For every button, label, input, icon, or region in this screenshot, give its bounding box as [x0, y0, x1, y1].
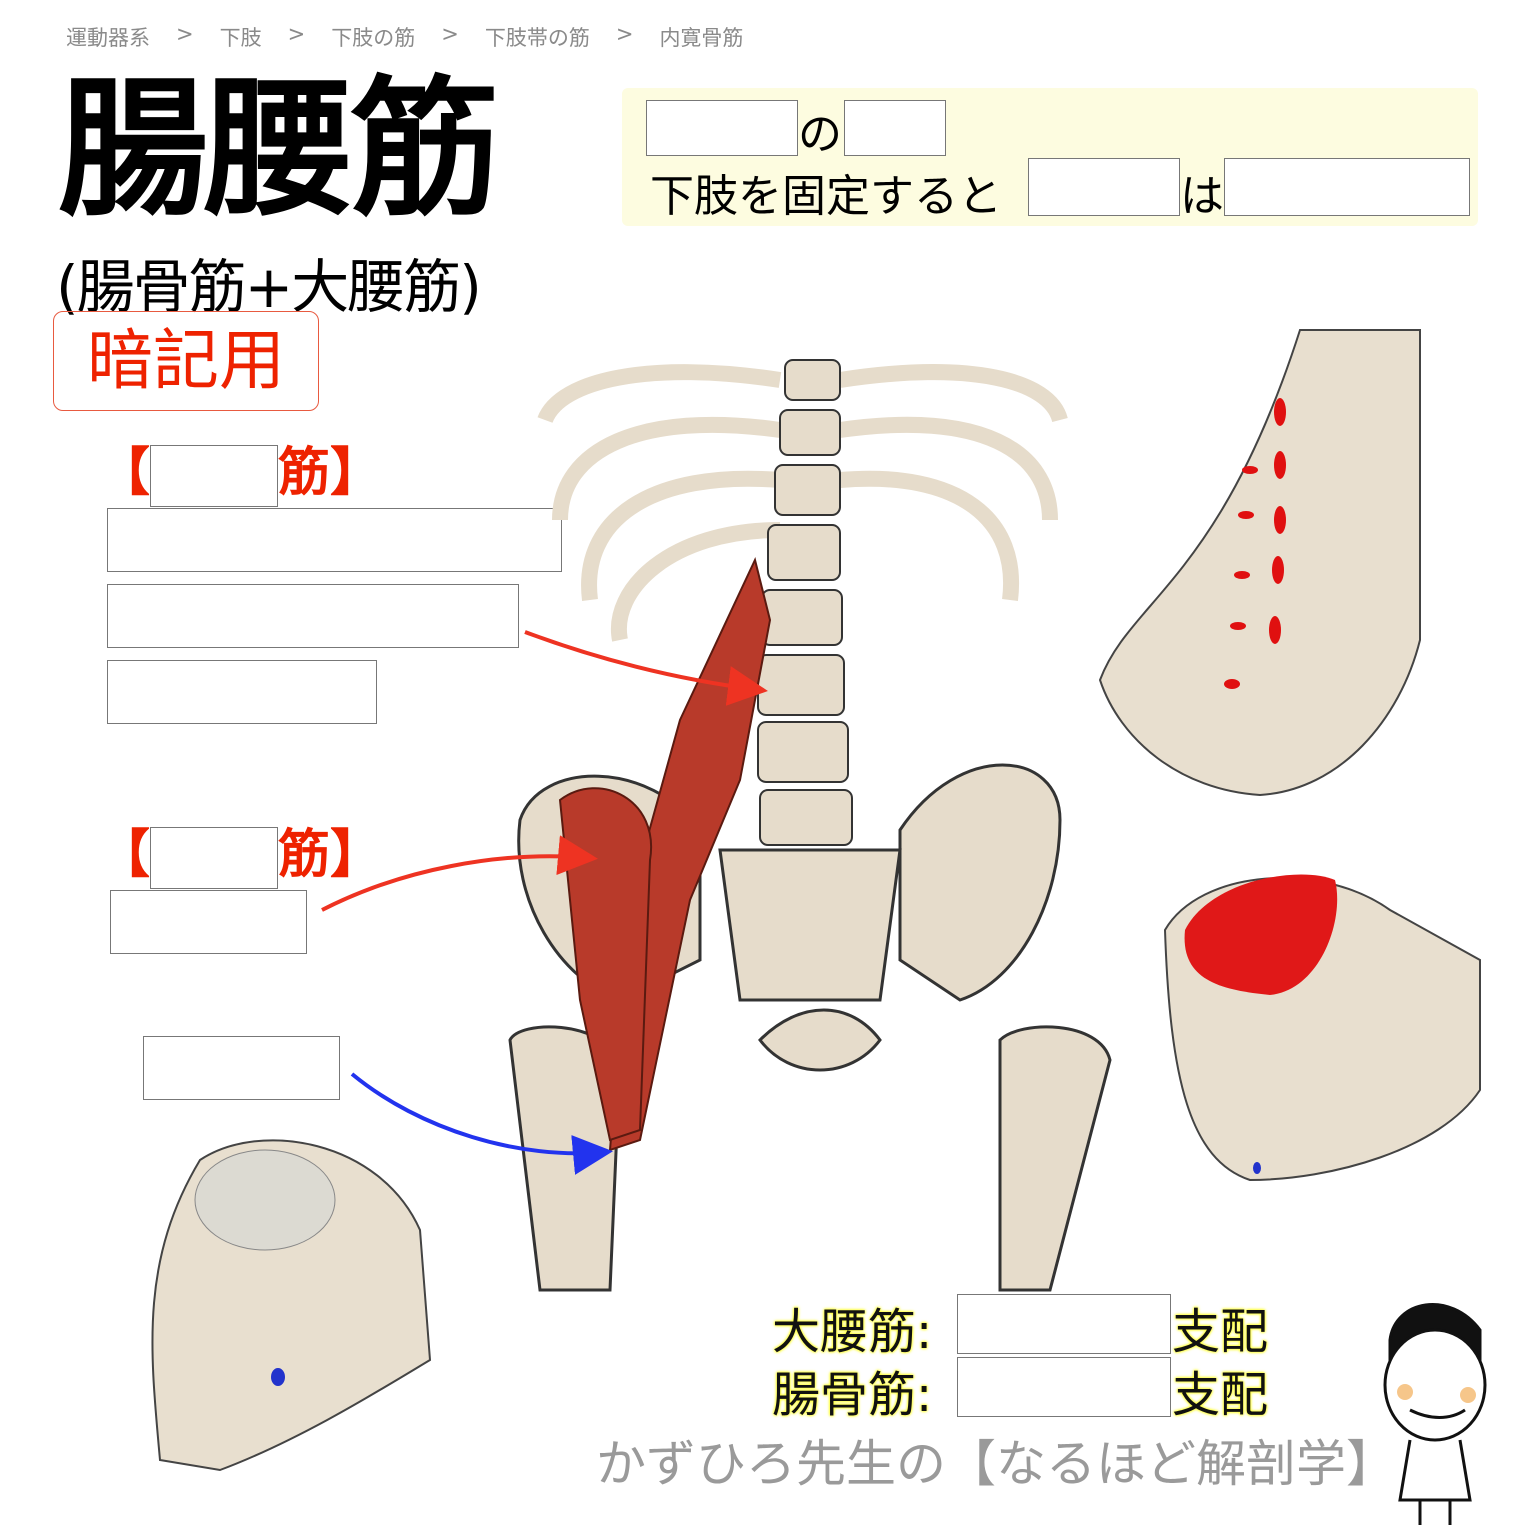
- inset-lumbar-spine: [1098, 329, 1421, 797]
- page-subtitle: (腸骨筋+大腰筋): [56, 253, 482, 321]
- breadcrumb-separator: >: [615, 22, 634, 46]
- blank-box[interactable]: [844, 100, 946, 156]
- blank-box[interactable]: [150, 827, 279, 889]
- blank-box[interactable]: [1224, 158, 1470, 216]
- arrow-blue: [350, 1072, 613, 1175]
- bracket: 【: [98, 443, 151, 503]
- breadcrumb-item[interactable]: 下肢帯の筋: [484, 26, 590, 50]
- memo-badge: 暗記用: [53, 311, 319, 411]
- muscle-suffix: 筋】: [278, 443, 383, 503]
- site-credit: かずひろ先生の【なるほど解剖学】: [596, 1435, 1396, 1493]
- blank-box[interactable]: [107, 508, 562, 572]
- breadcrumb-item[interactable]: 内寛骨筋: [659, 26, 744, 50]
- blank-box[interactable]: [957, 1357, 1171, 1417]
- innervation-suffix: 支配: [1172, 1367, 1269, 1423]
- breadcrumb-item[interactable]: 下肢の筋: [331, 26, 416, 50]
- blank-box[interactable]: [107, 660, 377, 724]
- bracket: 【: [98, 825, 151, 885]
- blank-box[interactable]: [110, 890, 307, 954]
- page-title: 腸腰筋: [58, 63, 500, 237]
- breadcrumb: 運動器系 > 下肢 > 下肢の筋 > 下肢帯の筋 > 内寛骨筋: [66, 22, 743, 52]
- arrow-red-lower: [321, 835, 598, 912]
- blank-box[interactable]: [150, 445, 279, 507]
- inset-femur-head: [151, 1139, 432, 1472]
- innervation-label-psoas: 大腰筋:: [772, 1304, 933, 1360]
- breadcrumb-item[interactable]: 運動器系: [66, 26, 150, 50]
- spine: [757, 359, 853, 846]
- mascot-teacher-illustration: [1383, 1303, 1487, 1525]
- innervation-suffix: 支配: [1172, 1304, 1269, 1360]
- breadcrumb-item[interactable]: 下肢: [219, 26, 262, 50]
- quiz-box: の 下肢を固定すると は: [622, 88, 1478, 226]
- quiz-text: は: [1180, 171, 1224, 222]
- breadcrumb-separator: >: [441, 22, 459, 46]
- blank-box[interactable]: [646, 100, 798, 156]
- blank-box[interactable]: [107, 584, 519, 648]
- breadcrumb-separator: >: [287, 22, 306, 46]
- ribcage: [537, 364, 1068, 642]
- muscle-suffix: 筋】: [278, 825, 383, 885]
- blank-box[interactable]: [143, 1036, 340, 1100]
- muscle-heading-psoas: 【 筋】: [98, 430, 382, 507]
- quiz-text: 下肢を固定すると: [650, 171, 1002, 222]
- breadcrumb-separator: >: [176, 22, 194, 46]
- innervation-label-iliacus: 腸骨筋:: [772, 1367, 933, 1423]
- blank-box[interactable]: [957, 1294, 1171, 1354]
- arrow-red-upper: [524, 630, 768, 706]
- quiz-text: の: [798, 109, 842, 160]
- inset-iliac-fossa: [1163, 874, 1481, 1182]
- blank-box[interactable]: [1028, 158, 1180, 216]
- muscle-heading-iliacus: 【 筋】: [98, 812, 382, 889]
